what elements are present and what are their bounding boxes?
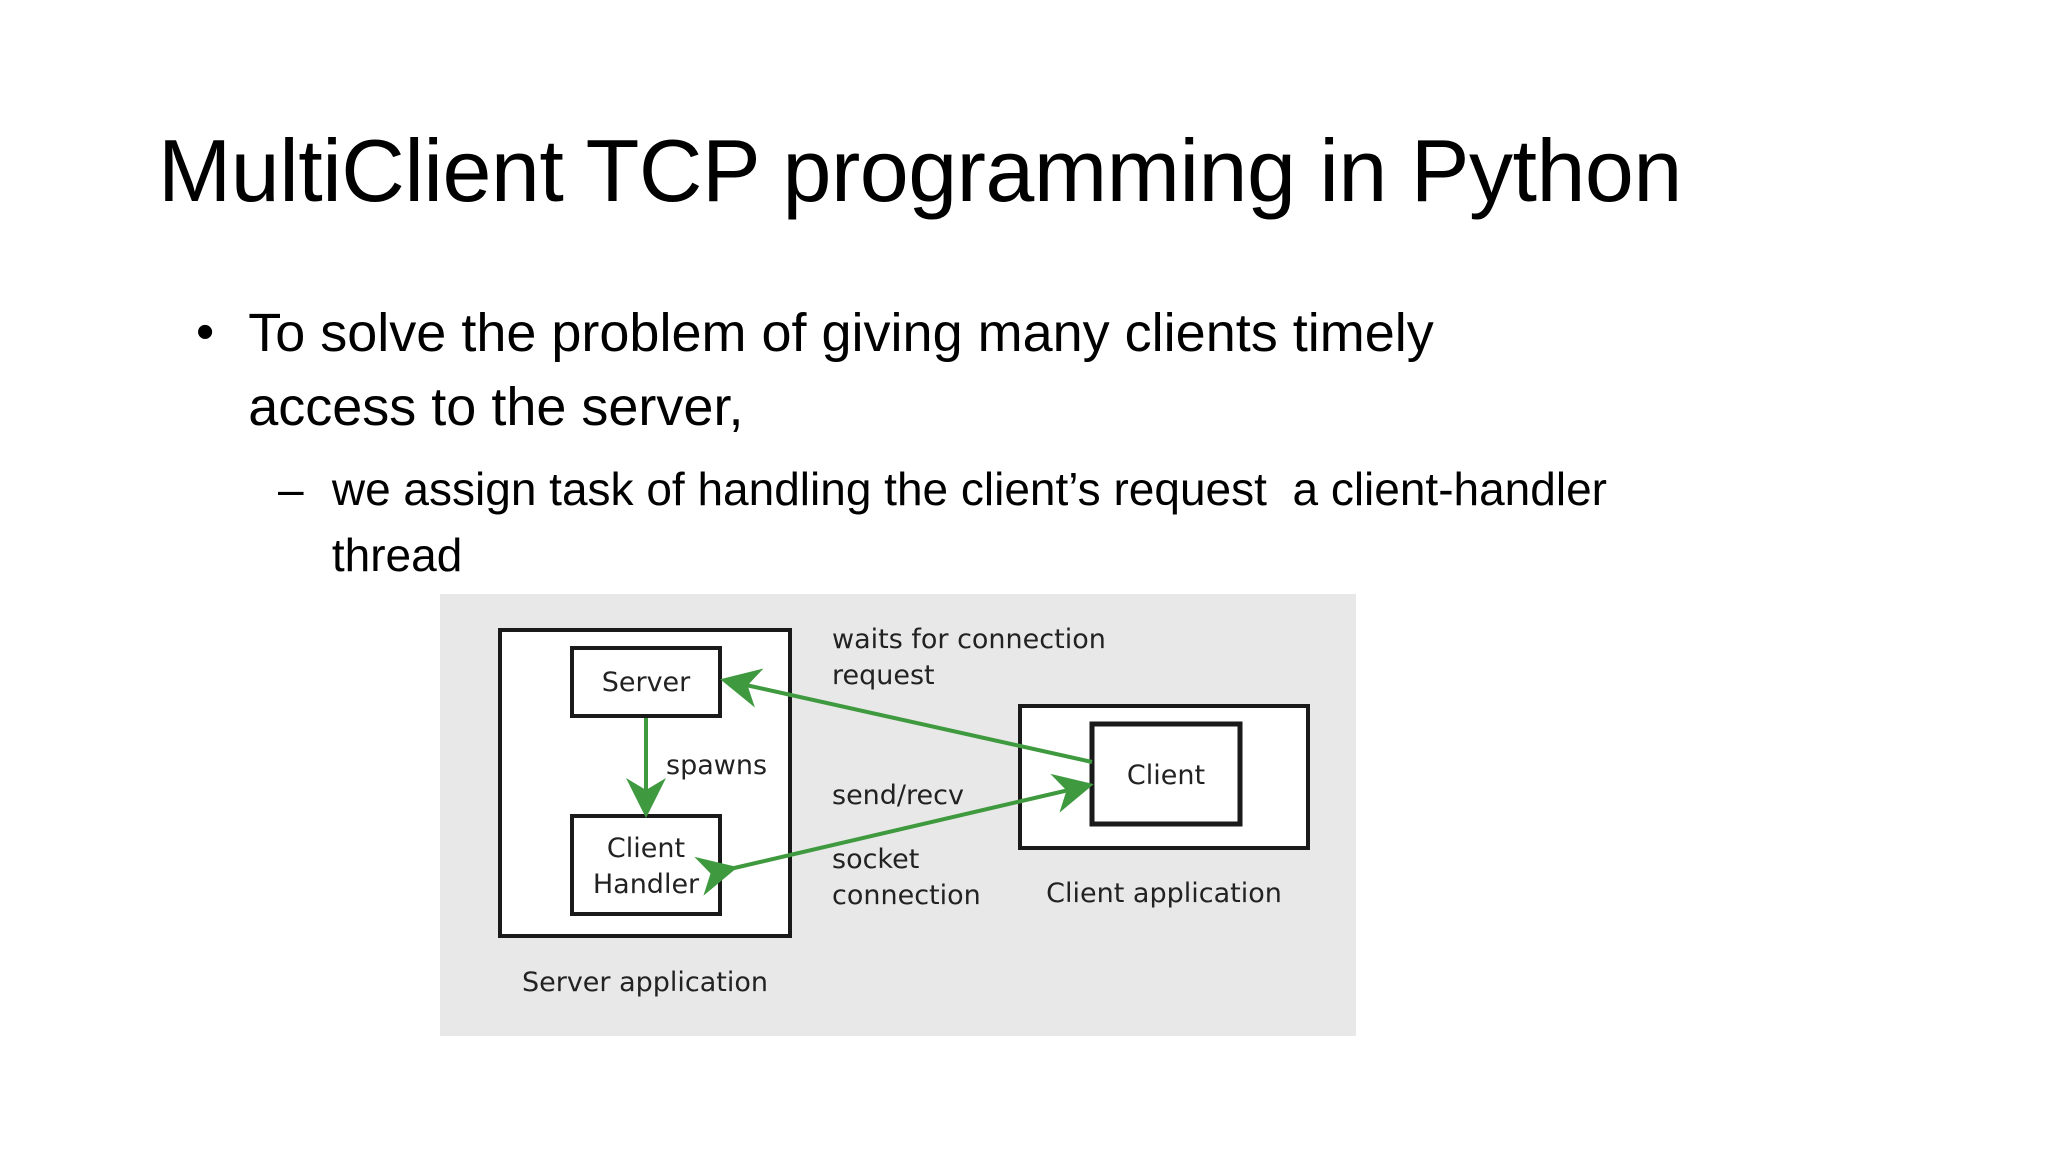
waits-label-line1: waits for connection bbox=[832, 624, 1106, 655]
bullet-text: To solve the problem of giving many clie… bbox=[248, 303, 1434, 437]
waits-label-line2: request bbox=[832, 660, 935, 691]
sub-bullet-item: – we assign task of handling the client’… bbox=[278, 456, 1628, 588]
server-application-label: Server application bbox=[522, 967, 768, 998]
sub-bullet-marker: – bbox=[278, 463, 304, 515]
client-application-label: Client application bbox=[1046, 878, 1282, 909]
bullet-item: • To solve the problem of giving many cl… bbox=[196, 296, 1596, 444]
spawns-label: spawns bbox=[666, 750, 767, 781]
connection-request-arrow bbox=[720, 668, 1093, 764]
sendrecv-label: send/recv bbox=[832, 780, 964, 811]
socket-label-line1: socket bbox=[832, 844, 919, 875]
socket-connection-arrow bbox=[694, 773, 1094, 896]
slide-title: MultiClient TCP programming in Python bbox=[158, 121, 1682, 220]
diagram-canvas: Server Client Handler spawns Client wait… bbox=[498, 624, 1310, 998]
client-box-label: Client bbox=[1127, 760, 1205, 791]
client-handler-label-line2: Handler bbox=[593, 869, 700, 900]
server-box-label: Server bbox=[602, 667, 691, 698]
client-handler-label-line1: Client bbox=[607, 833, 685, 864]
bullet-marker: • bbox=[196, 303, 215, 361]
sub-bullet-text: we assign task of handling the client’s … bbox=[331, 463, 1620, 581]
server-box bbox=[570, 646, 722, 718]
client-server-diagram: Server Client Handler spawns Client wait… bbox=[440, 594, 1356, 1036]
socket-label-line2: connection bbox=[832, 880, 981, 911]
